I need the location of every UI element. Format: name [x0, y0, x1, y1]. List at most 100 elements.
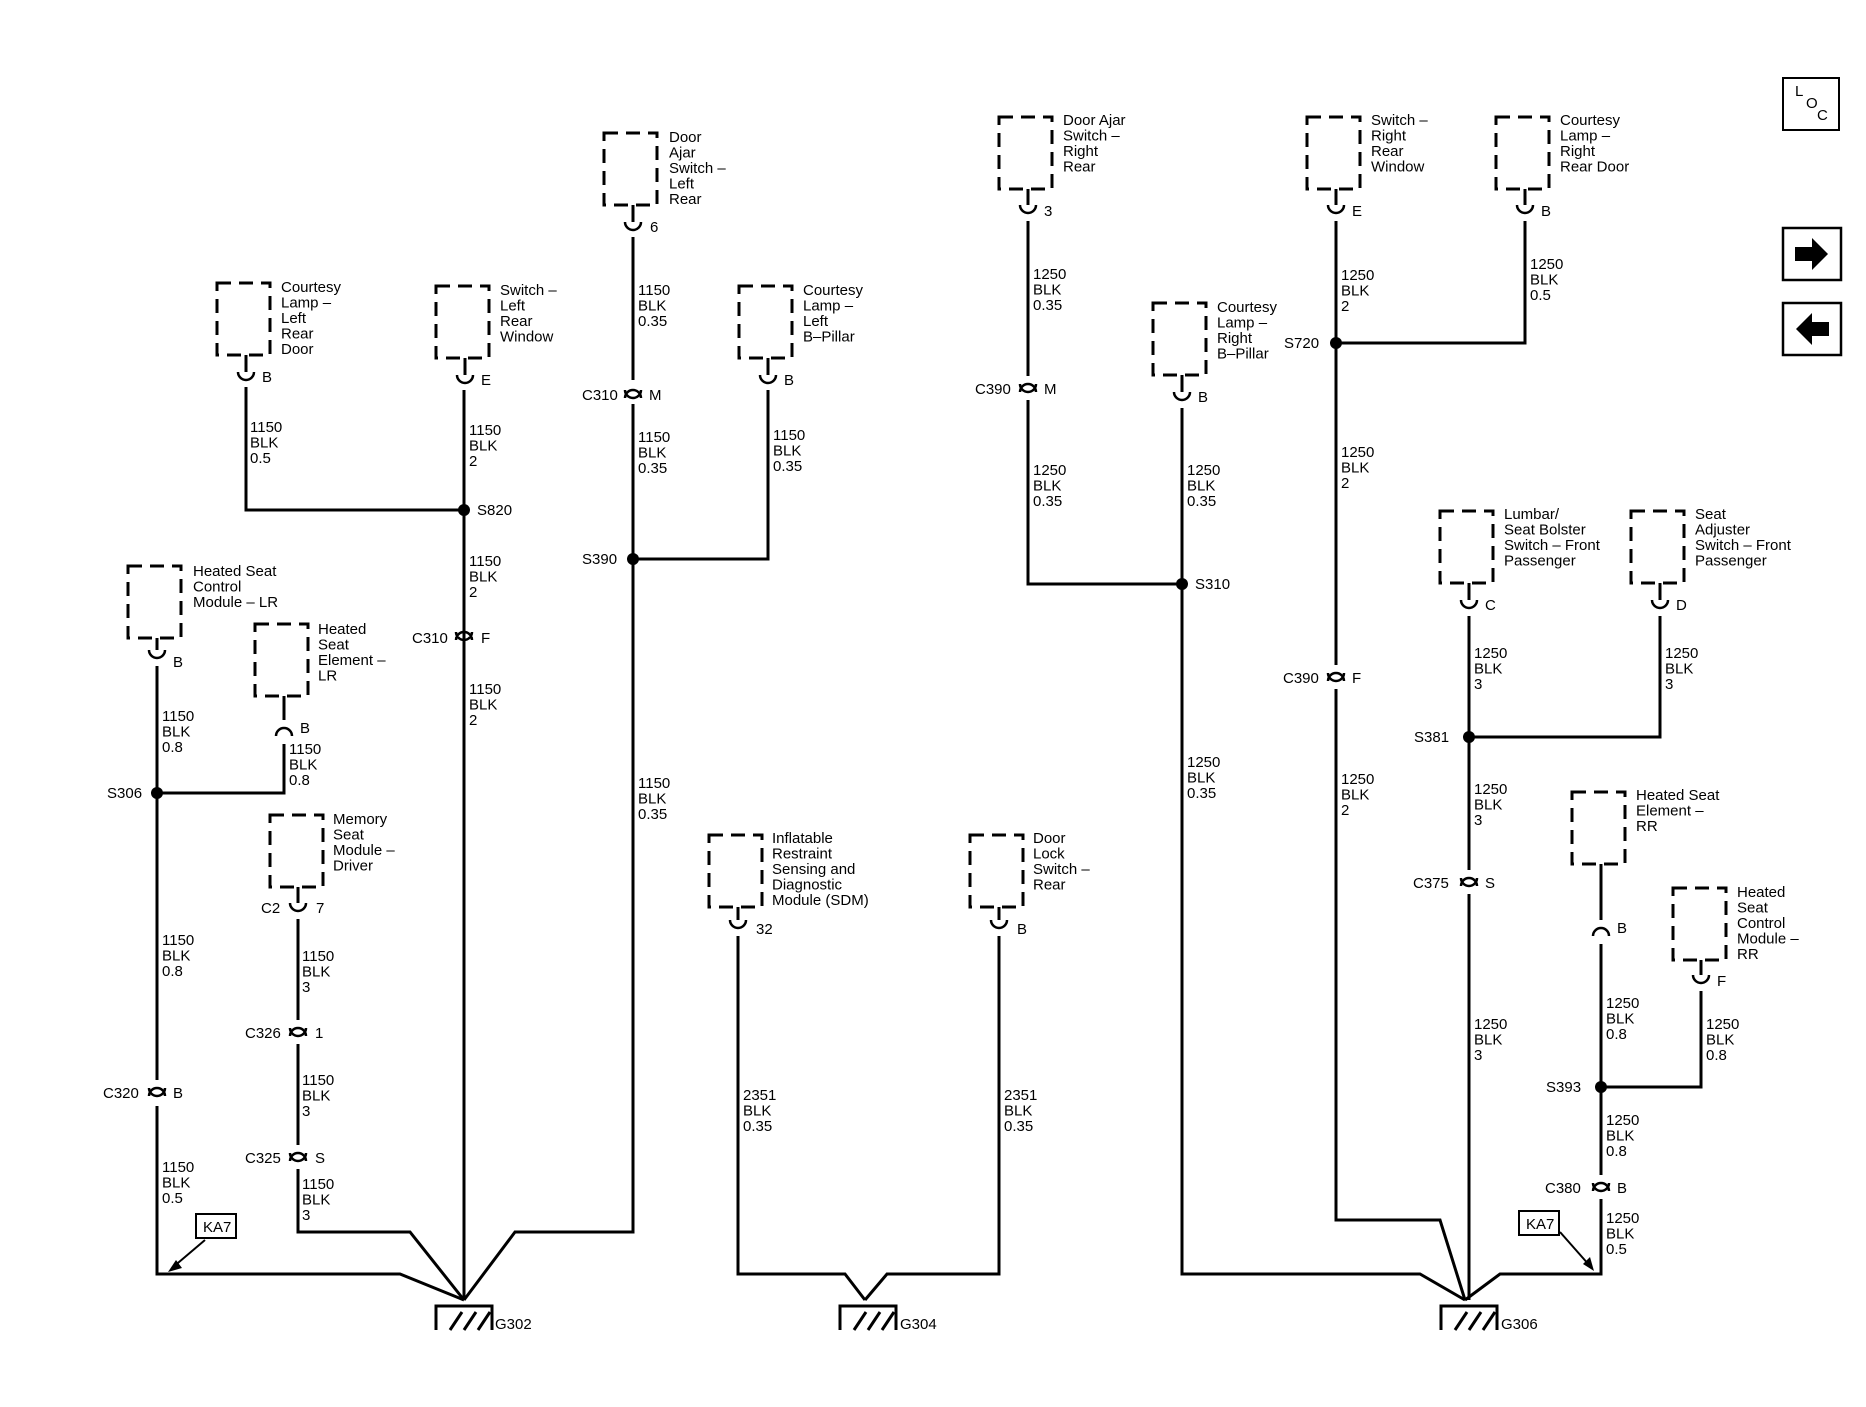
pin-cup	[1459, 599, 1479, 610]
heated-seat-control-module-rr-label: Heated	[1737, 884, 1785, 901]
pin-label: 6	[650, 219, 658, 236]
wire-label: 1250	[1606, 1210, 1639, 1227]
splice-s720	[1330, 337, 1342, 349]
previous-page-button[interactable]	[1781, 301, 1843, 357]
wire-label: 1150	[289, 741, 321, 758]
heated-seat-control-module-rr-label: RR	[1737, 946, 1759, 963]
wire-label: 3	[1474, 1047, 1482, 1064]
wire-label: 0.5	[1530, 287, 1551, 304]
splice-dots	[151, 337, 1607, 1093]
loc-l-text: L	[1795, 83, 1803, 100]
pin-cup	[1018, 204, 1038, 215]
heated-seat-element-lr-box	[253, 622, 310, 698]
wire-label: BLK	[1606, 1128, 1634, 1145]
ka7-reference-left[interactable]: KA7	[168, 1213, 237, 1272]
wire-label: 1150	[162, 708, 194, 725]
courtesy-lamp-right-rear-door-label: Courtesy	[1560, 112, 1621, 129]
heated-seat-control-module-lr-label: Control	[193, 579, 241, 596]
wire-label: BLK	[1706, 1032, 1734, 1049]
wire-label: 1250	[1474, 645, 1507, 662]
ground-g306	[1439, 1304, 1499, 1331]
lumbar-seat-bolster-switch-label: Lumbar/	[1504, 506, 1560, 523]
arrow-down-left-icon	[168, 1260, 182, 1272]
lumbar-seat-bolster-switch-label: Switch – Front	[1504, 537, 1601, 554]
component-boxes	[126, 115, 1728, 962]
pin-label: F	[1717, 973, 1726, 990]
next-page-button[interactable]	[1781, 226, 1843, 282]
heated-seat-control-module-lr-box	[126, 564, 183, 640]
seat-adjuster-switch-label: Adjuster	[1695, 522, 1750, 539]
wire-label: 3	[1665, 676, 1673, 693]
wire-label: 3	[1474, 676, 1482, 693]
pin-label: E	[1352, 203, 1362, 220]
wire-label: 1150	[469, 681, 501, 698]
wire-label: 3	[302, 979, 310, 996]
wire-label: 0.35	[638, 313, 667, 330]
switch-left-rear-window-label: Window	[500, 329, 554, 346]
ka7-reference-right[interactable]: KA7	[1518, 1210, 1594, 1271]
ground-g306-label: G306	[1501, 1316, 1538, 1333]
switch-right-rear-window-label: Switch –	[1371, 112, 1428, 129]
pin-cup	[1515, 204, 1535, 215]
courtesy-lamp-left-b-pillar-label: Left	[803, 313, 829, 330]
wire-label: BLK	[1606, 1226, 1634, 1243]
heated-seat-element-lr-label: LR	[318, 668, 337, 685]
wire-label: BLK	[162, 1175, 190, 1192]
loc-button[interactable]: L O C	[1782, 77, 1840, 131]
wire-label: BLK	[469, 438, 497, 455]
switch-left-rear-window-label: Rear	[500, 313, 533, 330]
pin-label: E	[481, 372, 491, 389]
wire-label: 0.35	[743, 1118, 772, 1135]
connector-pin-label: 1	[315, 1025, 323, 1042]
wire-label: 0.35	[1033, 297, 1062, 314]
pin-cup	[1326, 204, 1346, 215]
connector-pin-label: M	[649, 387, 662, 404]
wire-label: BLK	[1606, 1011, 1634, 1028]
splice-s720-label: S720	[1284, 335, 1319, 352]
pin-label: B	[1617, 920, 1627, 937]
heated-seat-control-module-rr-label: Control	[1737, 915, 1785, 932]
courtesy-lamp-right-rear-door-box	[1494, 115, 1551, 191]
wire-label: 1150	[638, 429, 670, 446]
courtesy-lamp-left-rear-door-label: Door	[281, 341, 314, 358]
pin-cup	[274, 726, 294, 737]
lumbar-seat-bolster-switch-label: Passenger	[1504, 553, 1576, 570]
door-ajar-switch-left-rear-label: Rear	[669, 191, 702, 208]
connector-pin-label: F	[1352, 670, 1361, 687]
connector-pin-label: B	[173, 1085, 183, 1102]
wire-label: 1250	[1706, 1016, 1739, 1033]
wire-label: BLK	[469, 697, 497, 714]
connector-c326-label: C326	[245, 1025, 281, 1042]
wire-label: 2351	[743, 1087, 776, 1104]
wire-label: BLK	[1665, 661, 1693, 678]
heated-seat-element-rr-box	[1570, 790, 1627, 866]
ka7-left-text: KA7	[203, 1219, 231, 1236]
pin-cup	[455, 374, 475, 385]
wire-label: 1150	[250, 419, 282, 436]
ground-g302-label: G302	[495, 1316, 532, 1333]
pin-label: D	[1676, 597, 1687, 614]
wire-label: BLK	[1341, 460, 1369, 477]
wire-label: 2	[469, 453, 477, 470]
wire-label: 3	[302, 1207, 310, 1224]
wire-label: BLK	[162, 948, 190, 965]
heated-seat-element-lr-label: Element –	[318, 652, 386, 669]
wire-label: 0.8	[1606, 1026, 1627, 1043]
door-ajar-switch-right-rear-label: Switch –	[1063, 128, 1120, 145]
wire-label: BLK	[638, 791, 666, 808]
wire-label: BLK	[1033, 282, 1061, 299]
door-lock-switch-rear-label: Door	[1033, 830, 1066, 847]
connector-pin-label: M	[1044, 381, 1057, 398]
wire-label: 1250	[1341, 267, 1374, 284]
sdm-label: Inflatable	[772, 830, 833, 847]
wire-label: 1250	[1606, 995, 1639, 1012]
arrow-right-icon	[1795, 238, 1828, 270]
splice-s310	[1176, 578, 1188, 590]
courtesy-lamp-left-b-pillar-label: Courtesy	[803, 282, 864, 299]
wire-label: 1250	[1341, 771, 1374, 788]
wire-label: 0.35	[1033, 493, 1062, 510]
splice-s306	[151, 787, 163, 799]
wire-label: 0.5	[250, 450, 271, 467]
